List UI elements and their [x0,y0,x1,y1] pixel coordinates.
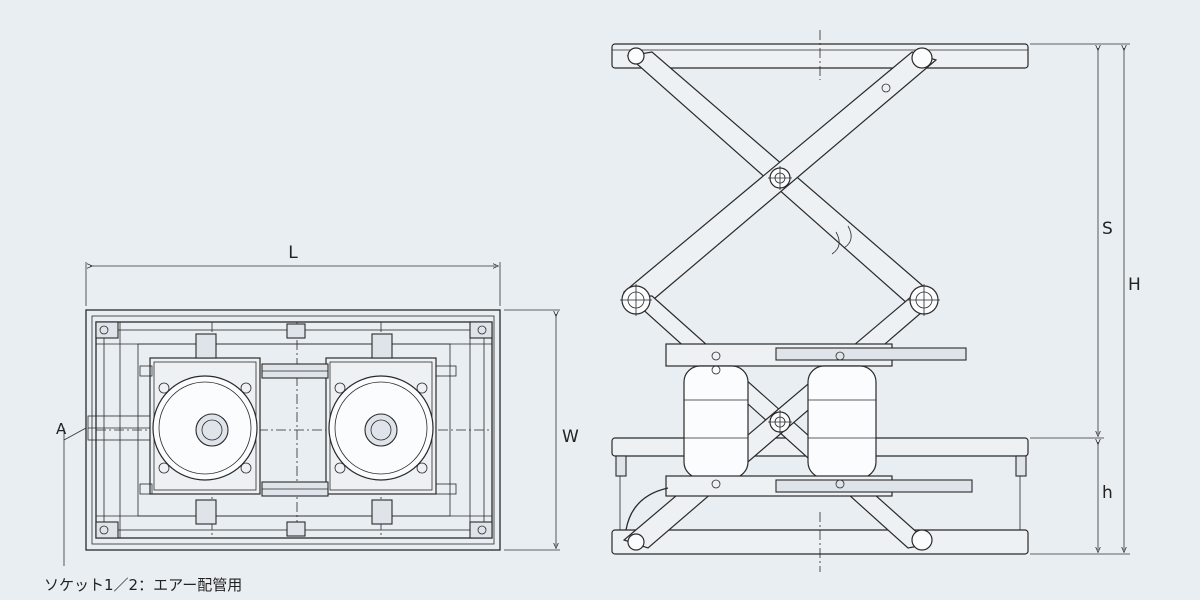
dimension-label-height-max: H [1128,275,1141,295]
dimension-label-height-min: h [1102,483,1113,503]
plan-view [85,309,501,551]
air-port-label: A [56,420,67,438]
dimension-lines [63,43,1130,566]
dimension-label-stroke: S [1102,219,1113,239]
dimension-label-length: L [288,243,298,263]
dimension-label-width: W [562,427,579,447]
upper-cylinder [775,347,967,361]
bellows-right [807,365,877,479]
socket-note: ソケット1／2：エアー配管用 [44,576,242,594]
lower-cylinder [775,479,973,493]
elevation-view [611,30,1029,572]
bellows-left [683,365,749,479]
